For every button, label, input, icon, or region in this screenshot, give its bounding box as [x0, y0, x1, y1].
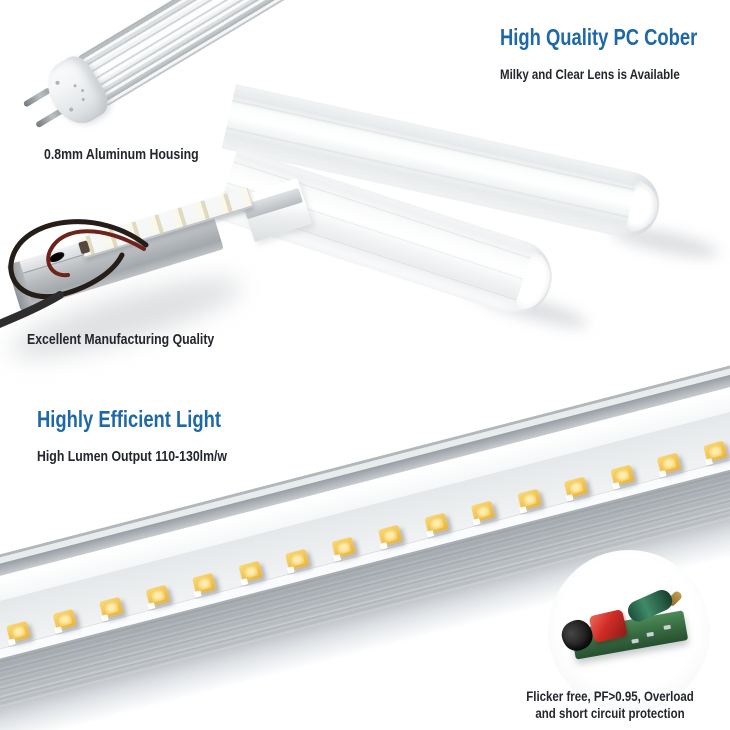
led-chip [470, 500, 496, 526]
led-chip [517, 488, 542, 514]
led-chip [331, 536, 357, 562]
led-chip [610, 464, 635, 490]
led-chip [284, 548, 310, 574]
lumen-output-subheading: High Lumen Output 110-130lm/w [37, 448, 227, 465]
aluminum-housing-caption: 0.8mm Aluminum Housing [44, 146, 199, 163]
led-chip-core [707, 444, 724, 459]
driver-protection-caption: Flicker free, PF>0.95, Overload and shor… [489, 688, 730, 722]
tube-body [77, 0, 339, 107]
led-chip [424, 512, 449, 538]
led-chip [656, 452, 682, 478]
red-wire-path [46, 229, 146, 278]
led-chip [52, 608, 78, 634]
black-wire-path [8, 219, 149, 300]
led-chip [145, 584, 171, 610]
led-chip-core [10, 624, 27, 639]
led-chip-core [661, 456, 677, 471]
led-chip [563, 476, 589, 502]
pc-cover-heading: High Quality PC Cober [500, 24, 698, 50]
driver-caption-line1: Flicker free, PF>0.95, Overload [526, 688, 694, 704]
led-chip-core [475, 504, 491, 519]
driver-caption-line2: and short circuit protection [535, 705, 685, 721]
cap-vent-hole [68, 106, 75, 113]
led-chip-core [103, 600, 120, 615]
led-chip-core [243, 564, 259, 579]
led-chip-core [614, 468, 631, 483]
led-chip-core [57, 612, 73, 627]
led-chip-core [382, 528, 398, 543]
wires-svg [0, 219, 149, 328]
led-chip-core [521, 492, 538, 507]
led-chip-core [289, 552, 305, 567]
smd-component [631, 638, 639, 644]
led-chip-core [150, 588, 166, 603]
tube-pin-icon [22, 87, 52, 108]
led-chip [99, 596, 124, 622]
cap-vent-hole [72, 83, 78, 88]
smd-component [646, 631, 654, 637]
pc-cover-subheading: Milky and Clear Lens is Available [500, 66, 680, 82]
led-chip-core [336, 540, 352, 555]
led-chip [377, 524, 403, 550]
led-chip [192, 572, 217, 598]
led-chip-core [568, 480, 584, 495]
led-chip-core [196, 576, 212, 591]
cap-vent-hole [54, 80, 61, 86]
led-chip [6, 620, 31, 646]
led-chip [703, 440, 728, 466]
efficient-light-heading: Highly Efficient Light [37, 406, 221, 432]
power-cable-path [0, 291, 64, 328]
smd-component [663, 624, 672, 630]
led-chip [238, 560, 264, 586]
cap-vent-hole [80, 88, 85, 93]
manufacturing-caption: Excellent Manufacturing Quality [27, 331, 215, 348]
led-chip-core [428, 516, 445, 531]
cap-vent-hole [81, 97, 86, 102]
